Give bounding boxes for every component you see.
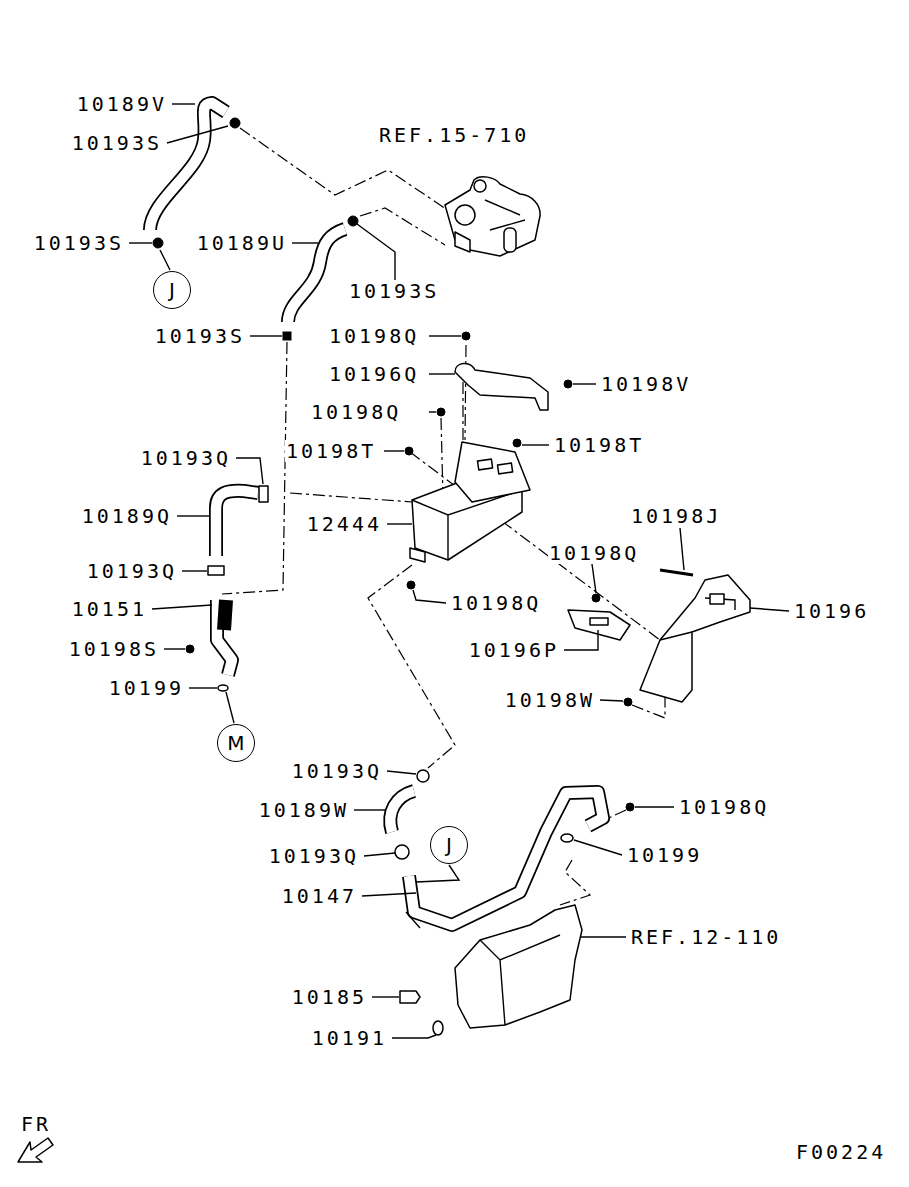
callout-number: 10193S — [71, 132, 163, 154]
assembly-line — [441, 418, 443, 498]
callout-number: 10198Q — [328, 325, 420, 347]
callout-number: 10193Q — [86, 560, 178, 582]
reference-letter: J — [446, 835, 452, 855]
callout-number: 10193S — [154, 325, 246, 347]
callout-number: 10198Q — [450, 592, 542, 614]
callout-number: 10196 — [793, 600, 870, 622]
callout-number: 10191 — [311, 1027, 388, 1049]
callout-number: 10193Q — [268, 845, 360, 867]
callout-number: 10199 — [626, 844, 703, 866]
callout-number: 10196P — [468, 639, 560, 661]
reference-letter: M — [227, 733, 244, 753]
callout-number: 10193S — [33, 232, 125, 254]
bracket — [640, 575, 750, 702]
callout-number: 10199 — [108, 677, 185, 699]
reference-circle: J — [430, 826, 468, 864]
throttle-body — [445, 177, 540, 256]
callout-number: 10198Q — [678, 796, 770, 818]
callout-number: 10189V — [76, 93, 168, 115]
callout-number: 10198T — [285, 440, 377, 462]
assembly-line — [360, 208, 445, 245]
bracket — [455, 363, 548, 410]
callout-number: 10198T — [553, 434, 645, 456]
callout-number: 10198Q — [310, 401, 402, 423]
callout-number: 10189U — [196, 232, 288, 254]
callout-number: 10193Q — [140, 447, 232, 469]
callout-number: 10198S — [68, 638, 160, 660]
assembly-line — [465, 345, 466, 440]
assembly-line — [290, 493, 412, 502]
assembly-line — [560, 860, 590, 905]
plate — [568, 610, 630, 640]
reference-circle: M — [217, 724, 255, 762]
reference-label: REF.12-110 — [630, 926, 782, 948]
reference-circle: J — [153, 271, 191, 309]
callout-number: 10198J — [630, 505, 722, 527]
assembly-line — [410, 452, 660, 640]
reference-letter: J — [169, 280, 175, 300]
figure-code: F00224 — [795, 1141, 887, 1163]
callout-number: 10189W — [258, 799, 350, 821]
oil-pan — [455, 905, 582, 1028]
callout-number: 10189Q — [81, 505, 173, 527]
callout-number: 10185 — [291, 986, 368, 1008]
callout-number: 10198Q — [548, 542, 640, 564]
callout-number: 10193S — [348, 280, 440, 302]
direction-label: FR — [20, 1113, 52, 1135]
assembly-line — [462, 382, 463, 440]
callout-number: 12444 — [306, 513, 383, 535]
callout-number: 10147 — [281, 885, 358, 907]
callout-number: 10198V — [600, 373, 692, 395]
callout-number: 10151 — [71, 598, 148, 620]
reference-label: REF.15-710 — [378, 124, 530, 146]
callout-number: 10198W — [504, 689, 596, 711]
direction-arrow — [18, 1138, 53, 1162]
assembly-line — [368, 565, 455, 768]
callout-number: 10193Q — [291, 760, 383, 782]
callout-number: 10196Q — [328, 363, 420, 385]
